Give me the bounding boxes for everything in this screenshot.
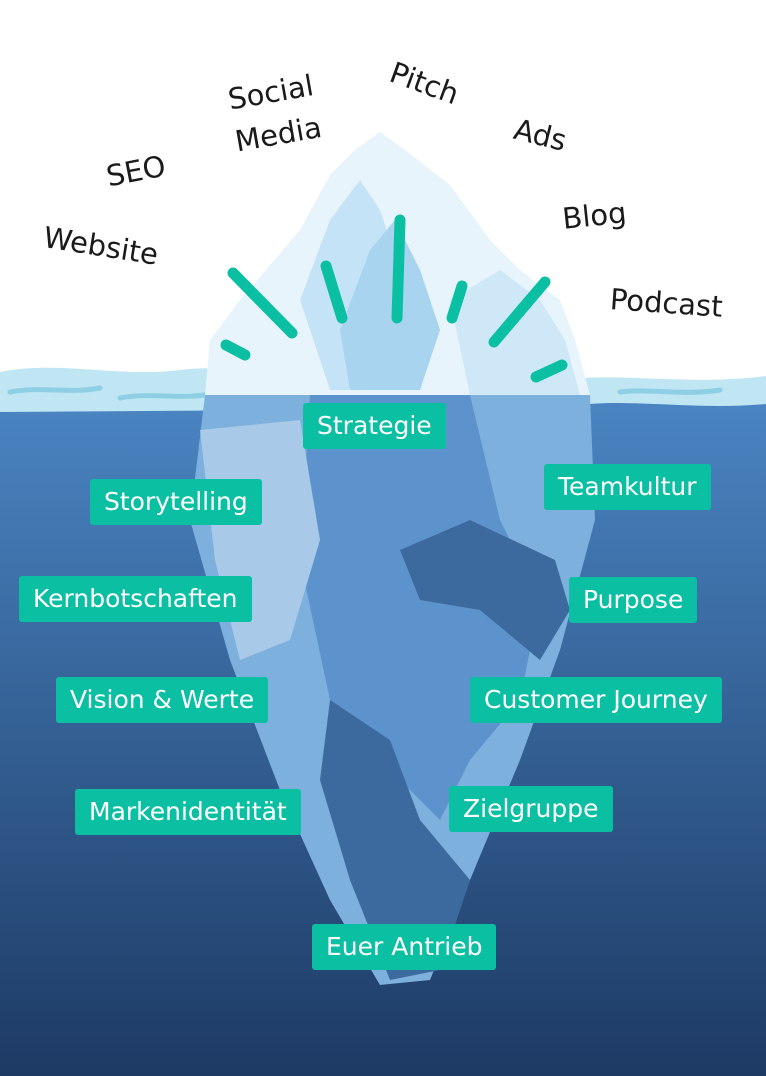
tag-purpose: Purpose [569,577,698,623]
iceberg-underwater-dark-2 [320,700,470,980]
ray-6 [488,276,551,348]
tag-euer-antrieb: Euer Antrieb [312,924,497,970]
tag-kernbotschaften: Kernbotschaften [19,576,252,622]
ray-2 [220,339,251,361]
tag-customer-journey: Customer Journey [470,677,722,723]
ray-3 [320,260,348,324]
water-ripple [7,385,723,401]
tag-markenidentitaet: Markenidentität [75,789,301,835]
ray-4 [391,214,406,324]
tag-zielgruppe: Zielgruppe [449,786,613,832]
ray-1 [227,267,298,339]
iceberg-above-right [450,270,580,395]
iceberg-above-mid [340,220,440,390]
tag-teamkultur: Teamkultur [544,464,711,510]
tag-storytelling: Storytelling [90,479,262,525]
tag-strategie: Strategie [303,403,446,449]
highlight-rays-icon [220,214,568,383]
ray-5 [446,280,468,324]
iceberg-underwater-dark-1 [400,520,570,660]
tag-vision-werte: Vision & Werte [56,677,269,723]
label-blog: Blog [560,195,628,236]
label-podcast: Podcast [608,282,724,324]
ray-7 [530,359,568,383]
